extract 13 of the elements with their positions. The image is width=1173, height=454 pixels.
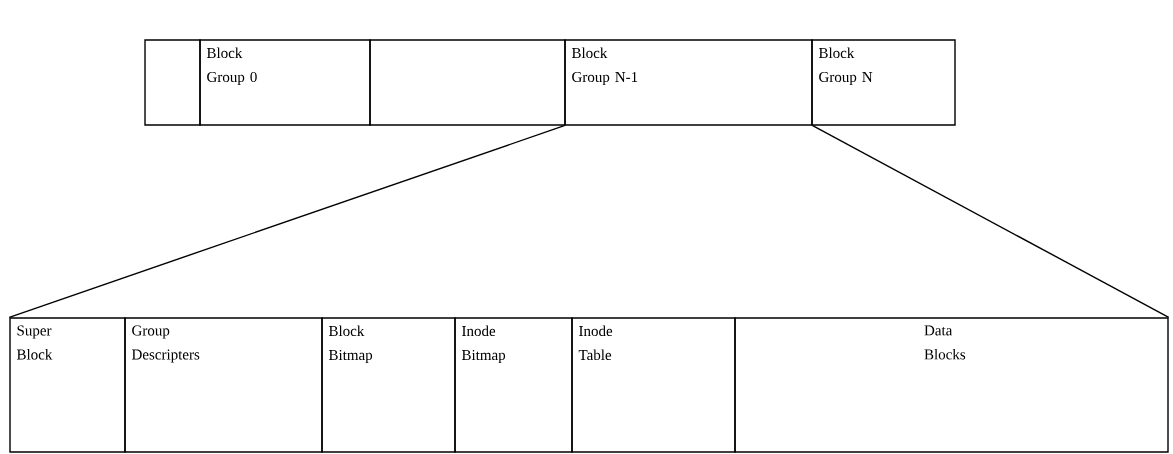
block-cell <box>144 39 201 126</box>
expansion-line <box>8 125 565 318</box>
layout-cell: Group Descripters <box>124 317 323 453</box>
layout-cell: Inode Bitmap <box>454 317 573 453</box>
block-cell: Block Group 0 <box>199 39 371 126</box>
layout-cell: Block Bitmap <box>321 317 456 453</box>
block-cell: Block Group N-1 <box>564 39 813 126</box>
layout-cell: Data Blocks <box>734 317 1169 453</box>
block-cell <box>369 39 566 126</box>
expansion-line <box>812 125 1170 318</box>
layout-cell: Super Block <box>9 317 126 453</box>
block-cell: Block Group N <box>811 39 956 126</box>
layout-cell: Inode Table <box>571 317 736 453</box>
